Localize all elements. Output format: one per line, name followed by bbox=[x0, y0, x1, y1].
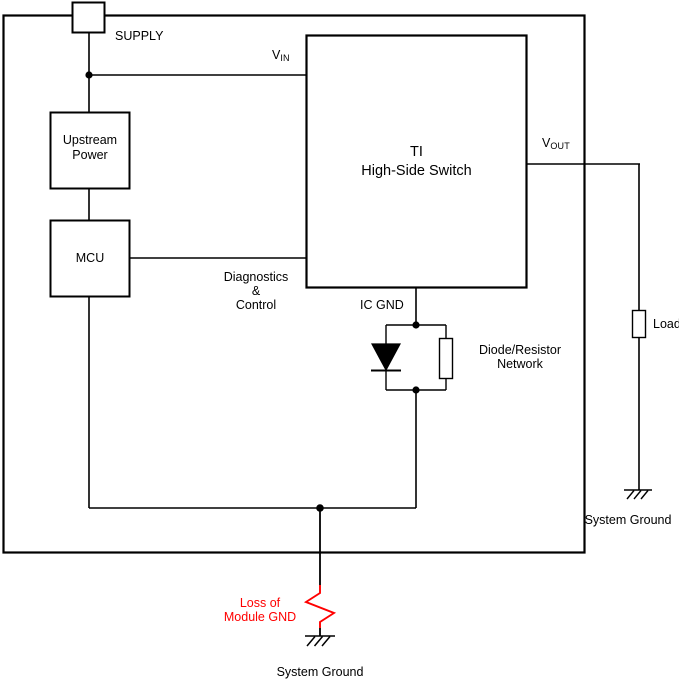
upstream-power-block bbox=[49, 111, 131, 190]
bottom-system-ground-label: System Ground bbox=[276, 665, 364, 679]
diode-resistor-network-label: Diode/Resistor Network bbox=[479, 343, 561, 371]
vout-label: VOUT bbox=[542, 136, 570, 151]
network-resistor bbox=[438, 337, 454, 380]
module-boundary-box bbox=[2, 14, 586, 554]
load-resistor bbox=[631, 309, 647, 339]
high-side-switch-label: TI High-Side Switch bbox=[361, 144, 472, 179]
supply-terminal-square bbox=[71, 1, 106, 34]
mcu-label: MCU bbox=[75, 251, 105, 265]
supply-label: SUPPLY bbox=[115, 29, 164, 43]
junction-dot-vin bbox=[85, 71, 93, 79]
ic-gnd-label: IC GND bbox=[360, 298, 404, 312]
loss-of-module-gnd-break-symbol bbox=[303, 585, 337, 628]
diagnostics-control-label: Diagnostics & Control bbox=[223, 270, 289, 312]
bottom-system-ground-symbol bbox=[305, 635, 335, 647]
vin-label: VIN bbox=[272, 48, 290, 63]
right-system-ground-symbol bbox=[624, 489, 652, 500]
diode-triangle-icon bbox=[370, 343, 402, 372]
right-system-ground-label: System Ground bbox=[584, 513, 672, 527]
upstream-power-label: Upstream Power bbox=[62, 133, 118, 162]
loss-of-module-gnd-label: Loss of Module GND bbox=[223, 596, 297, 624]
high-side-switch-block bbox=[305, 34, 528, 289]
mcu-block bbox=[49, 219, 131, 298]
load-label: Load bbox=[653, 317, 679, 331]
vout-subscript: OUT bbox=[550, 141, 570, 151]
vin-subscript: IN bbox=[280, 53, 290, 63]
